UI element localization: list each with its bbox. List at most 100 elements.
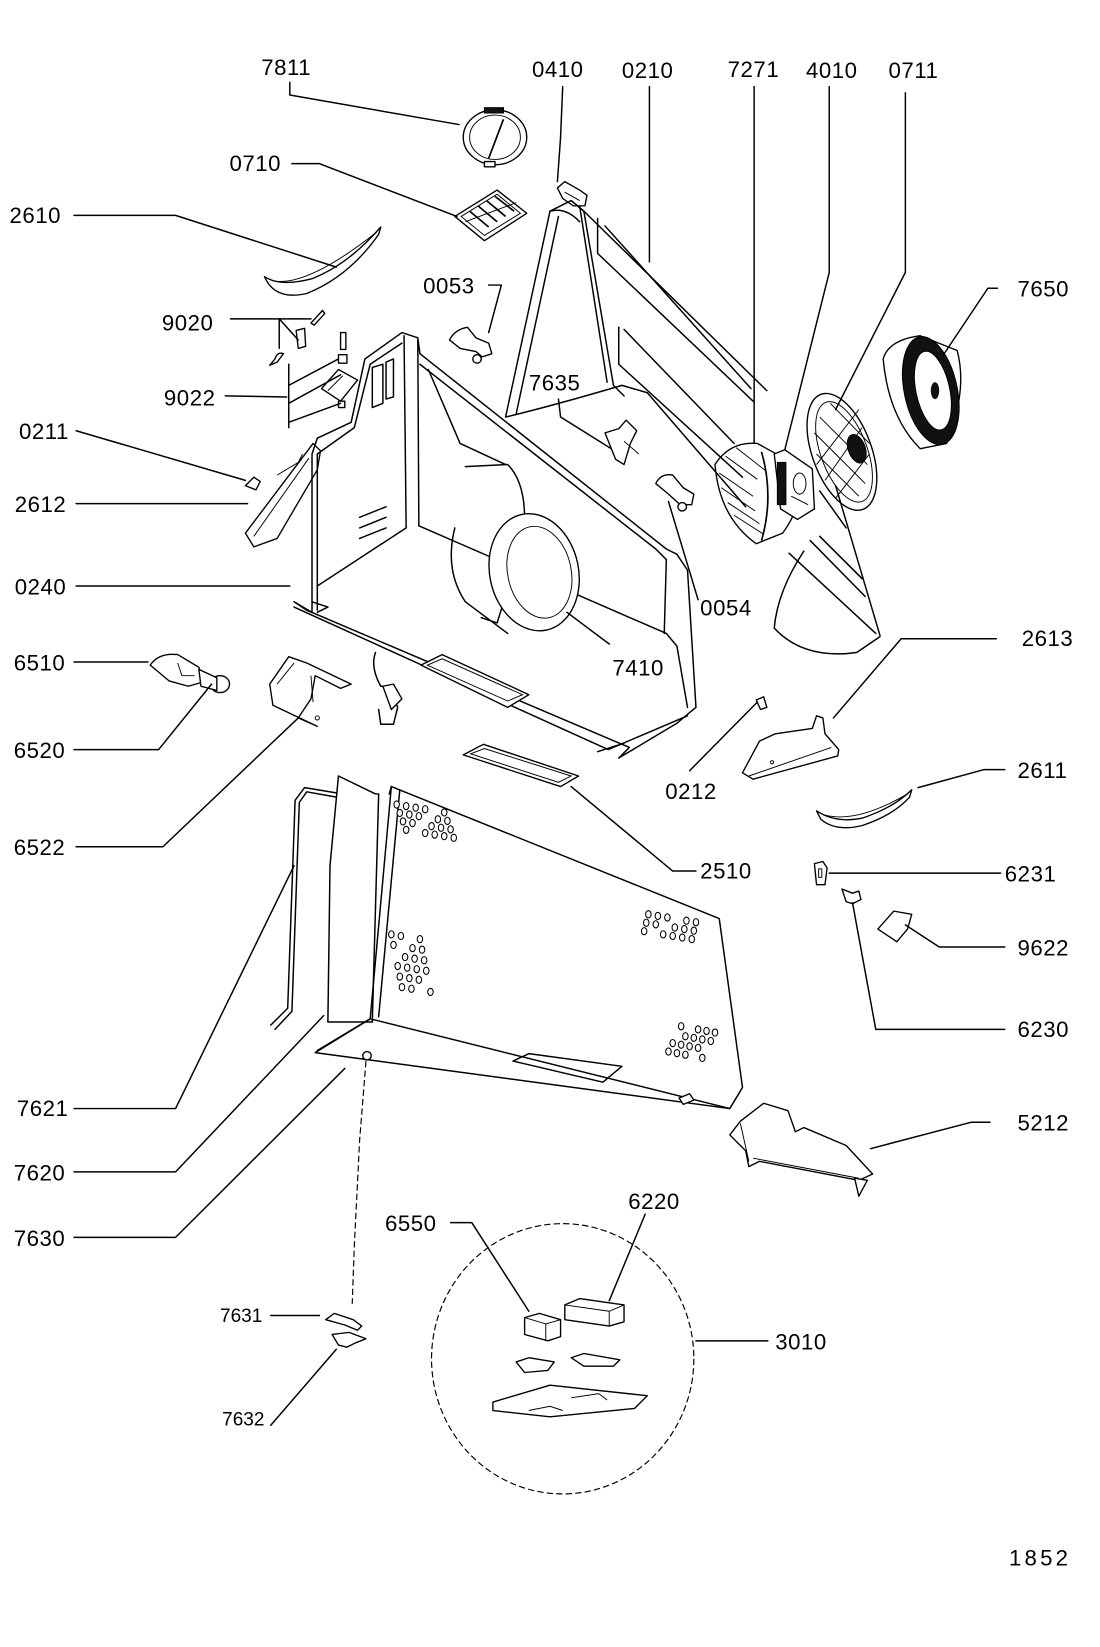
- part-0240-main-body[interactable]: [293, 331, 697, 759]
- part-0212-clip[interactable]: [755, 696, 768, 711]
- part-6230-switch[interactable]: [841, 888, 862, 905]
- label-0410[interactable]: 0410: [532, 57, 584, 82]
- label-7631[interactable]: 7631: [220, 1306, 262, 1327]
- part-2612-side-bracket[interactable]: [244, 442, 322, 548]
- part-5212-cover[interactable]: [729, 1102, 874, 1197]
- part-7632-clip[interactable]: [331, 1331, 367, 1348]
- part-7621-rail[interactable]: [270, 786, 338, 1031]
- part-7630-front-panel[interactable]: [314, 785, 744, 1110]
- label-2612[interactable]: 2612: [15, 492, 67, 517]
- vent-hole: [440, 808, 448, 817]
- vent-hole: [409, 943, 416, 953]
- part-0053-clip[interactable]: [448, 326, 493, 364]
- drawing-number: 1852: [1009, 1546, 1071, 1571]
- label-6220[interactable]: 6220: [628, 1189, 680, 1214]
- part-7620-side-plate[interactable]: [327, 775, 380, 1023]
- label-7620[interactable]: 7620: [14, 1160, 66, 1185]
- part-7811-round-cap[interactable]: [462, 107, 528, 168]
- part-6231-switch[interactable]: [813, 860, 828, 886]
- part-2610-curved-trim[interactable]: [263, 226, 382, 296]
- label-6231[interactable]: 6231: [1005, 862, 1057, 887]
- part-6510-light-bulb[interactable]: [149, 653, 204, 687]
- vent-hole: [421, 805, 429, 814]
- part-0711-fan-grille[interactable]: [793, 384, 891, 519]
- label-9022[interactable]: 9022: [164, 385, 216, 410]
- label-0210[interactable]: 0210: [622, 58, 674, 83]
- vent-hole: [447, 825, 454, 834]
- vent-hole: [682, 1050, 689, 1059]
- label-7650[interactable]: 7650: [1018, 277, 1070, 302]
- label-9020[interactable]: 9020: [162, 310, 214, 335]
- label-2510[interactable]: 2510: [700, 858, 752, 883]
- label-0212[interactable]: 0212: [665, 779, 717, 804]
- label-0053[interactable]: 0053: [423, 274, 475, 299]
- part-9022-small-parts[interactable]: [320, 331, 359, 409]
- label-7621[interactable]: 7621: [17, 1096, 69, 1121]
- label-6520[interactable]: 6520: [14, 738, 66, 763]
- vent-hole: [652, 920, 660, 929]
- label-7271[interactable]: 7271: [728, 57, 780, 82]
- vent-hole: [450, 833, 458, 842]
- part-6522-lamp-bracket[interactable]: [269, 656, 352, 728]
- part-6550-led-housing[interactable]: [523, 1312, 562, 1342]
- label-2613[interactable]: 2613: [1022, 626, 1074, 651]
- part-2510-light-cover[interactable]: [462, 743, 580, 788]
- vent-hole: [673, 1049, 681, 1058]
- label-0711[interactable]: 0711: [888, 58, 938, 83]
- part-4010-motor[interactable]: [773, 449, 816, 521]
- part-7635-bracket[interactable]: [604, 419, 640, 466]
- vent-hole: [421, 828, 429, 838]
- label-9622[interactable]: 9622: [1018, 935, 1070, 960]
- part-6520-lamp-holder[interactable]: [198, 668, 231, 694]
- part-9020-screws[interactable]: [269, 309, 326, 366]
- label-6550[interactable]: 6550: [385, 1211, 437, 1236]
- vent-hole: [398, 983, 406, 992]
- vent-hole: [642, 918, 650, 927]
- label-0240[interactable]: 0240: [15, 574, 67, 599]
- vent-hole: [686, 1042, 693, 1051]
- vent-hole: [415, 811, 423, 821]
- label-7635[interactable]: 7635: [529, 371, 581, 396]
- label-7630[interactable]: 7630: [14, 1226, 66, 1251]
- label-0710[interactable]: 0710: [230, 151, 282, 176]
- part-7650-carbon-filter[interactable]: [882, 331, 968, 450]
- vent-hole: [406, 810, 413, 819]
- vent-hole: [390, 940, 397, 950]
- label-2610[interactable]: 2610: [10, 203, 62, 228]
- part-6220-switch-block[interactable]: [564, 1297, 625, 1327]
- vent-hole: [428, 822, 435, 831]
- vent-hole: [677, 1040, 685, 1049]
- part-0210-chimney-cover[interactable]: [504, 199, 768, 508]
- vent-hole: [396, 808, 404, 818]
- vent-hole: [699, 1053, 706, 1062]
- label-2611[interactable]: 2611: [1018, 758, 1068, 783]
- vent-hole: [682, 1032, 689, 1041]
- part-2613-side-bracket[interactable]: [741, 715, 840, 780]
- label-6522[interactable]: 6522: [14, 835, 66, 860]
- label-6510[interactable]: 6510: [14, 650, 66, 675]
- part-7631-clip[interactable]: [325, 1312, 363, 1331]
- part-3010-control-board-assembly[interactable]: [430, 1223, 695, 1495]
- label-5212[interactable]: 5212: [1018, 1111, 1070, 1136]
- label-7811[interactable]: 7811: [261, 55, 311, 80]
- label-0054[interactable]: 0054: [700, 596, 752, 621]
- vent-hole: [427, 987, 434, 997]
- label-0211[interactable]: 0211: [19, 419, 69, 444]
- label-7632[interactable]: 7632: [222, 1409, 264, 1430]
- part-2611-curved-trim[interactable]: [815, 789, 913, 829]
- part-9622-plate[interactable]: [877, 910, 913, 943]
- vent-hole: [645, 910, 652, 919]
- vent-hole: [665, 1047, 672, 1056]
- vent-hole: [690, 1033, 698, 1042]
- label-4010[interactable]: 4010: [806, 58, 858, 83]
- part-0054-clip[interactable]: [655, 474, 695, 512]
- label-6230[interactable]: 6230: [1018, 1017, 1070, 1042]
- part-0211-clip[interactable]: [244, 476, 261, 491]
- label-3010[interactable]: 3010: [775, 1329, 827, 1354]
- part-0410-clip[interactable]: [556, 180, 588, 207]
- vent-hole: [683, 916, 690, 925]
- label-7410[interactable]: 7410: [612, 656, 664, 681]
- vent-hole: [397, 931, 405, 941]
- part-0710-filter-cassette[interactable]: [454, 189, 528, 242]
